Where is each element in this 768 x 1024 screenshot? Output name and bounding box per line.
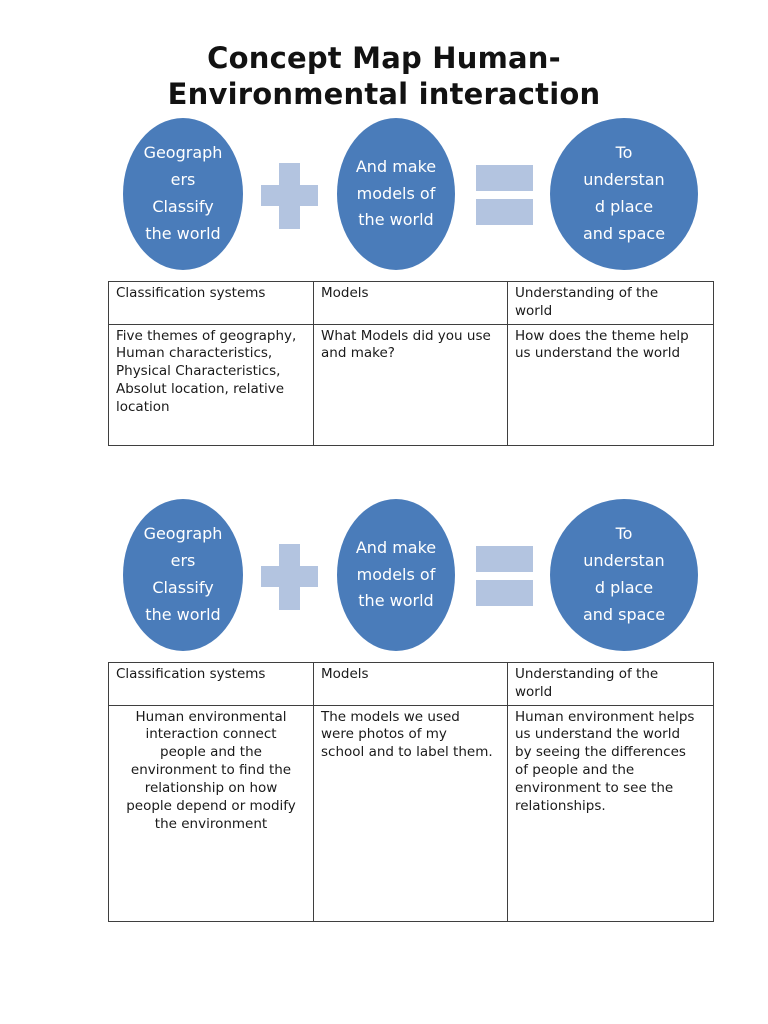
table-2-cell-classification: Human environmental interaction connect … [108,704,314,922]
table-1-header-understanding: Understanding of the world [507,281,714,325]
plus-horizontal-bar [261,566,318,587]
table-1-header-models: Models [313,281,508,325]
table-1-cell-classification: Five themes of geography, Human characte… [108,323,314,446]
concept-diagram-1: Geograph ers Classify the world And make… [0,118,768,274]
ellipse-understand-place-label: To understan d place and space [582,524,666,624]
table-2-body-row: Human environmental interaction connect … [108,704,714,922]
equals-bottom-bar [476,580,533,606]
table-2-header-models: Models [313,662,508,706]
table-2-header-understanding: Understanding of the world [507,662,714,706]
ellipse-geographers-classify: Geograph ers Classify the world [123,499,243,651]
ellipse-geographers-classify: Geograph ers Classify the world [123,118,243,270]
ellipse-geographers-classify-label: Geograph ers Classify the world [143,143,223,243]
table-1-header-row: Classification systems Models Understand… [108,281,714,325]
equals-bottom-bar [476,199,533,225]
plus-icon [261,544,318,610]
table-classification-2: Classification systems Models Understand… [108,662,714,922]
ellipse-make-models-label: And make models of the world [355,156,437,230]
equals-icon [476,546,533,606]
table-1-header-classification: Classification systems [108,281,314,325]
equals-icon [476,165,533,225]
table-2-cell-models: The models we used were photos of my sch… [313,704,508,922]
ellipse-make-models: And make models of the world [337,499,455,651]
ellipse-make-models-label: And make models of the world [355,537,437,611]
table-classification-1: Classification systems Models Understand… [108,281,714,446]
ellipse-understand-place-label: To understan d place and space [582,143,666,243]
table-2-header-row: Classification systems Models Understand… [108,662,714,706]
ellipse-make-models: And make models of the world [337,118,455,270]
table-2-cell-understanding: Human environment helps us understand th… [507,704,714,922]
plus-icon [261,163,318,229]
equals-top-bar [476,546,533,572]
ellipse-geographers-classify-label: Geograph ers Classify the world [143,524,223,624]
ellipse-understand-place: To understan d place and space [550,118,698,270]
page-title: Concept Map Human- Environmental interac… [167,41,601,111]
ellipse-understand-place: To understan d place and space [550,499,698,651]
equals-top-bar [476,165,533,191]
table-1-cell-models: What Models did you use and make? [313,323,508,446]
plus-horizontal-bar [261,185,318,206]
table-1-body-row: Five themes of geography, Human characte… [108,323,714,446]
table-2-header-classification: Classification systems [108,662,314,706]
concept-diagram-2: Geograph ers Classify the world And make… [0,499,768,655]
table-1-cell-understanding: How does the theme help us understand th… [507,323,714,446]
